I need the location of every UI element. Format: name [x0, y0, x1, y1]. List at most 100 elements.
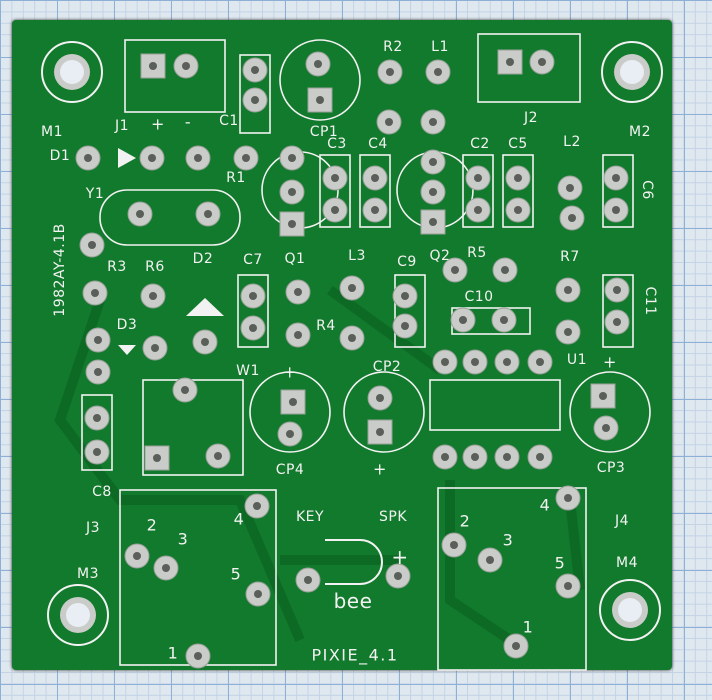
drill-hole: [286, 430, 294, 438]
label-r7: R7: [560, 249, 580, 265]
label-m1: M1: [41, 124, 63, 140]
label-q1: Q1: [284, 251, 306, 267]
label-c2: C2: [470, 136, 490, 152]
label-cp4-plus: +: [283, 362, 297, 382]
drill-hole: [331, 206, 339, 214]
drill-hole: [84, 154, 92, 162]
label-j3-pin1: 1: [167, 643, 179, 663]
drill-hole: [503, 358, 511, 366]
drill-hole: [289, 398, 297, 406]
drill-hole: [434, 68, 442, 76]
drill-hole: [288, 154, 296, 162]
drill-hole: [471, 358, 479, 366]
drill-hole: [451, 266, 459, 274]
component-outline: [124, 39, 226, 113]
label-q2: Q2: [429, 248, 451, 264]
drill-hole: [486, 556, 494, 564]
label-c3: C3: [327, 136, 347, 152]
component-outline: [477, 33, 581, 103]
label-c5: C5: [508, 136, 528, 152]
drill-hole: [429, 218, 437, 226]
label-j3-pin5: 5: [230, 564, 242, 584]
drill-hole: [294, 331, 302, 339]
label-l2: L2: [563, 134, 581, 150]
drill-hole: [348, 334, 356, 342]
drill-hole: [204, 210, 212, 218]
drill-hole: [385, 118, 393, 126]
component-outline: [319, 154, 351, 228]
drill-hole: [471, 453, 479, 461]
buzzer-outline: [325, 539, 383, 585]
label-j1: J1: [114, 118, 130, 134]
component-outline: [142, 379, 244, 476]
drill-hole: [371, 206, 379, 214]
drill-hole: [201, 338, 209, 346]
drill-hole: [568, 214, 576, 222]
component-outline: [239, 54, 271, 134]
component-outline: [602, 154, 634, 228]
drill-hole: [182, 62, 190, 70]
drill-hole: [599, 392, 607, 400]
drill-hole: [288, 188, 296, 196]
label-l3: L3: [348, 248, 366, 264]
mounting-hole: [620, 60, 644, 84]
label-c10: C10: [464, 289, 494, 305]
drill-hole: [512, 642, 520, 650]
drill-hole: [294, 288, 302, 296]
drill-hole: [503, 453, 511, 461]
drill-hole: [429, 158, 437, 166]
drill-hole: [93, 448, 101, 456]
drill-hole: [459, 316, 467, 324]
label-r4: R4: [316, 318, 336, 334]
component-outline: [437, 487, 587, 671]
label-j4-pin5: 5: [554, 553, 566, 573]
board-id-label: 1982AY-4.1B: [52, 223, 68, 317]
square-pad: [144, 445, 170, 471]
mounting-hole: [66, 603, 90, 627]
drill-hole: [316, 96, 324, 104]
label-j4-pin3: 3: [502, 530, 514, 550]
copper-trace: [327, 285, 443, 375]
label-r3: R3: [107, 259, 127, 275]
label-m2: M2: [629, 124, 651, 140]
drill-hole: [91, 289, 99, 297]
drill-hole: [429, 118, 437, 126]
label-r1: R1: [226, 170, 246, 186]
drill-hole: [94, 368, 102, 376]
mounting-hole: [60, 60, 84, 84]
label-c7: C7: [243, 252, 263, 268]
drill-hole: [450, 541, 458, 549]
drill-hole: [288, 220, 296, 228]
drill-hole: [253, 502, 261, 510]
drill-hole: [162, 564, 170, 572]
label-d1: D1: [49, 148, 71, 164]
drill-hole: [401, 322, 409, 330]
label-key: KEY: [295, 509, 325, 525]
capacitor-outline: [569, 371, 651, 453]
drill-hole: [500, 316, 508, 324]
label-c11: C11: [642, 286, 658, 316]
label-j2: J2: [523, 110, 539, 126]
drill-hole: [613, 318, 621, 326]
component-outline: [237, 274, 269, 348]
label-d2: D2: [192, 251, 214, 267]
drill-hole: [314, 60, 322, 68]
drill-hole: [181, 386, 189, 394]
label-j3-pin2: 2: [146, 515, 158, 535]
square-pad: [367, 419, 393, 445]
drill-hole: [536, 358, 544, 366]
label-m4: M4: [616, 555, 638, 571]
label-c8: C8: [92, 484, 112, 500]
drill-hole: [376, 428, 384, 436]
diode-d3-symbol: [118, 345, 136, 355]
component-outline: [429, 379, 561, 431]
mounting-hole-ring: [47, 584, 109, 646]
copper-trace: [445, 480, 513, 645]
drill-hole: [401, 292, 409, 300]
board-name-label: PIXIE_4.1: [311, 645, 399, 665]
component-outline: [502, 154, 534, 228]
drill-hole: [251, 66, 259, 74]
crystal-outline: [99, 189, 241, 246]
drill-hole: [371, 174, 379, 182]
